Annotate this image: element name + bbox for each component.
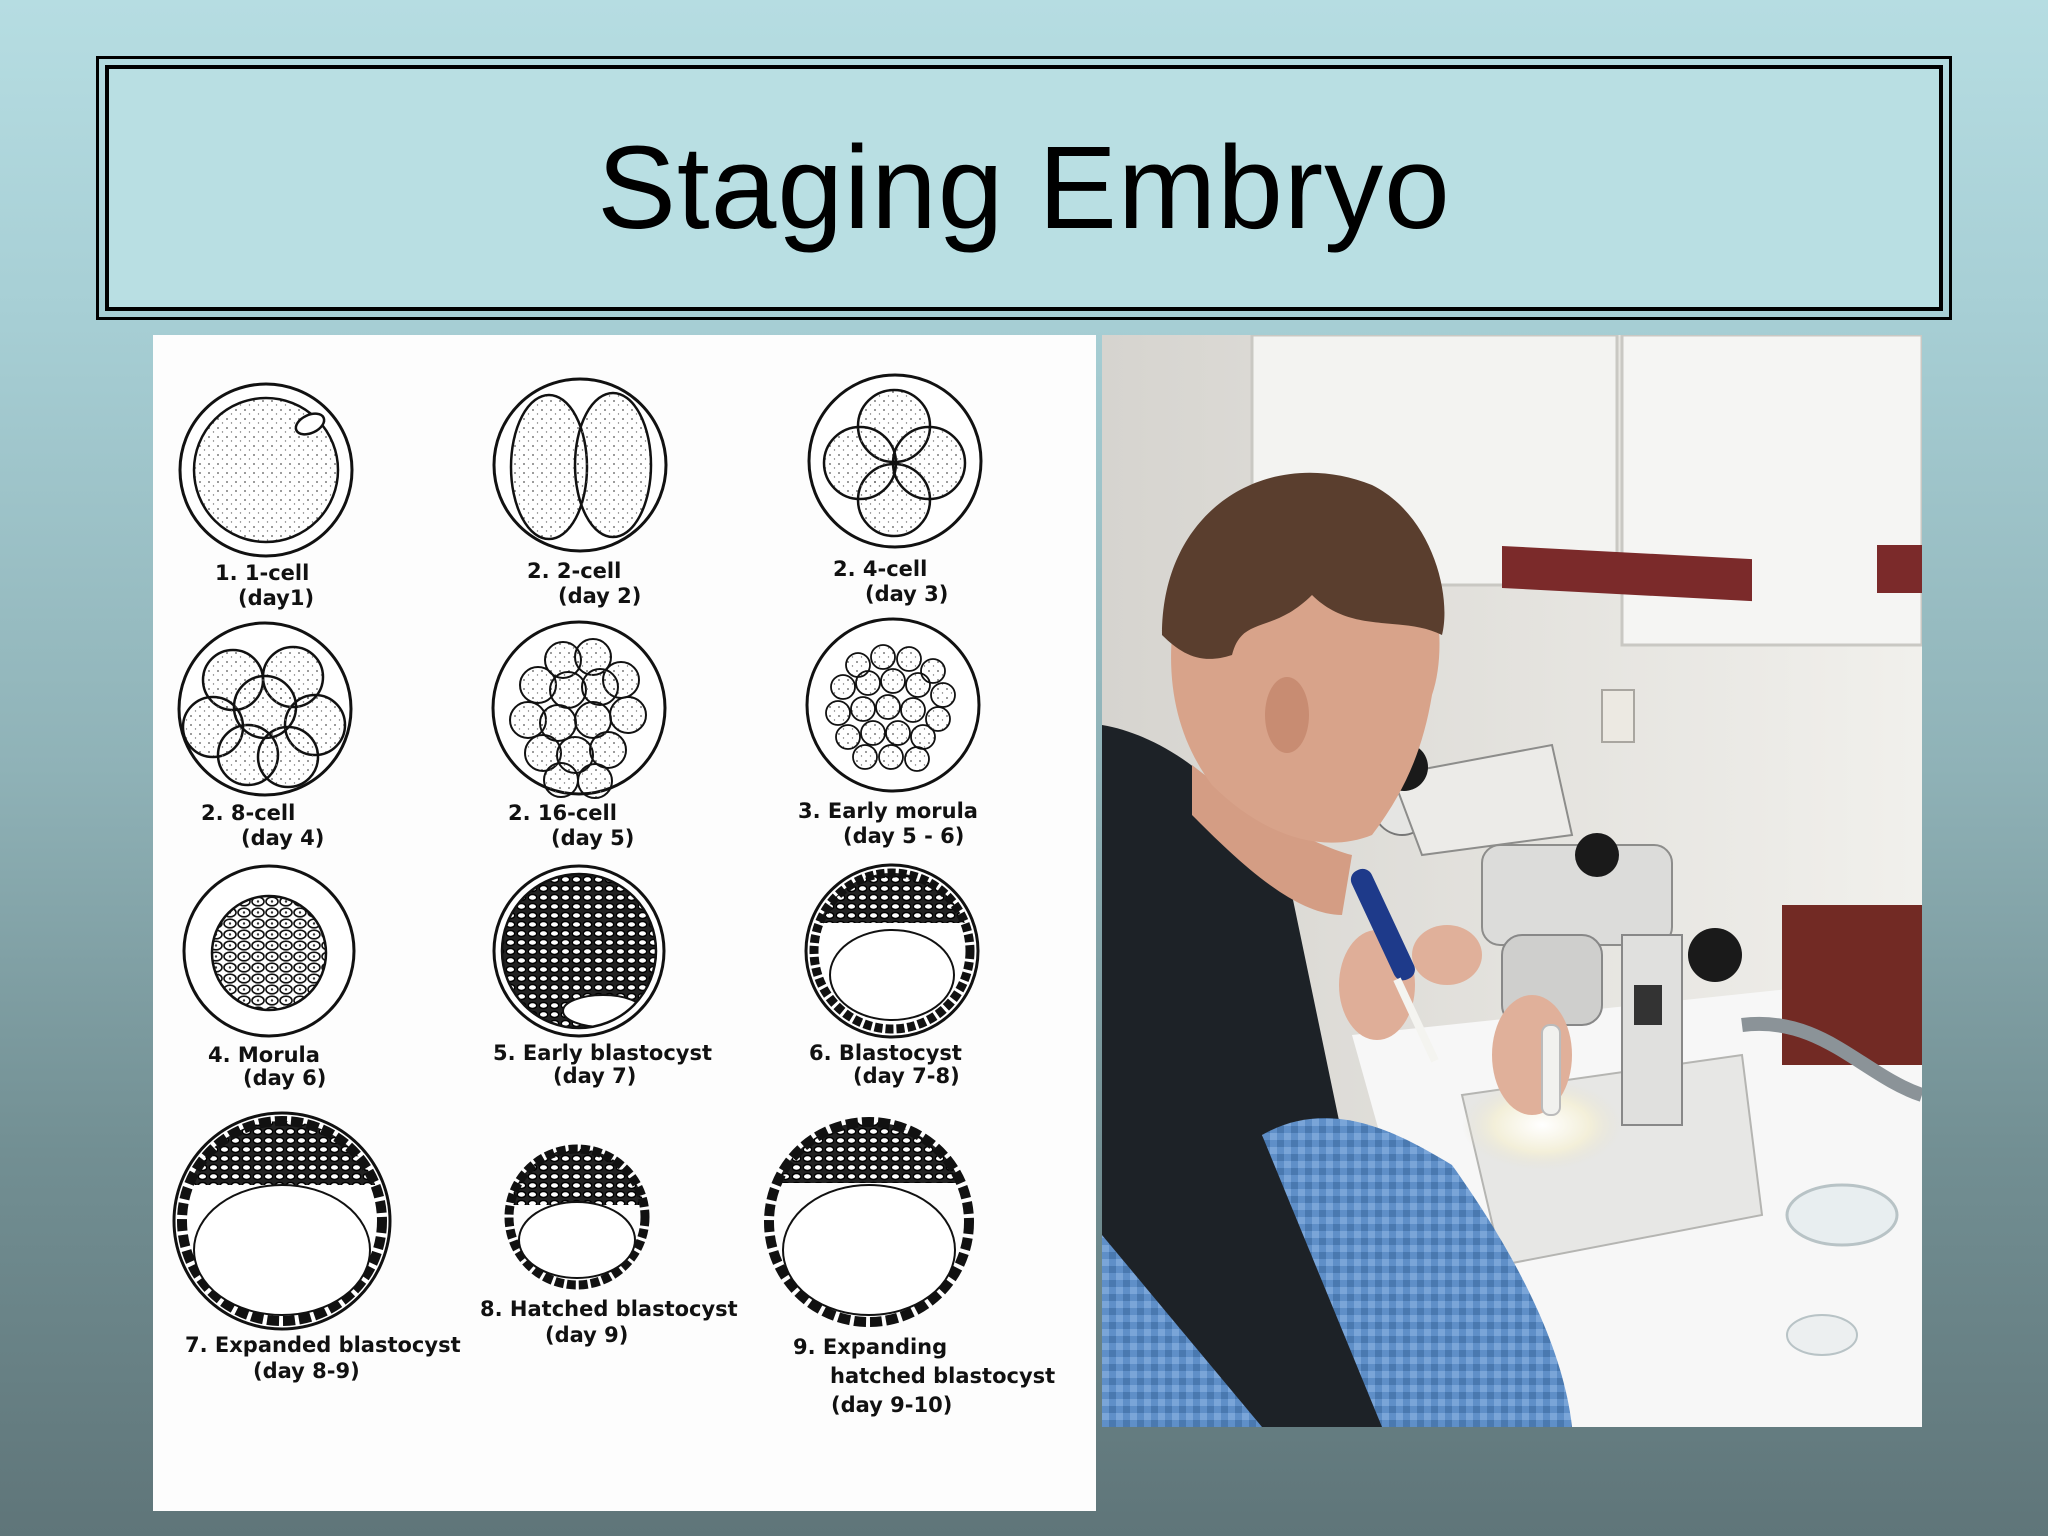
svg-text:1. 1-cell: 1. 1-cell xyxy=(215,561,309,585)
stage-label-9: 6. Blastocyst (day 7-8) xyxy=(809,1041,962,1088)
title-panel: Staging Embryo xyxy=(105,65,1943,311)
lab-photo xyxy=(1102,335,1922,1427)
stage-1-cell-drawing xyxy=(178,382,354,558)
stage-early-blastocyst-drawing xyxy=(492,864,666,1038)
stage-expanded-blastocyst-drawing xyxy=(172,1111,392,1331)
svg-text:(day 5): (day 5) xyxy=(551,826,634,850)
stage-label-6: 3. Early morula (day 5 - 6) xyxy=(798,799,978,848)
stage-label-2: 2. 2-cell (day 2) xyxy=(527,559,641,608)
svg-text:7. Expanded blastocyst: 7. Expanded blastocyst xyxy=(185,1333,461,1357)
svg-text:(day 5 - 6): (day 5 - 6) xyxy=(843,824,964,848)
stage-4-cell-drawing xyxy=(807,373,983,549)
stage-2-cell-drawing xyxy=(492,377,668,553)
stage-8-cell-drawing xyxy=(177,621,353,797)
svg-text:(day 9): (day 9) xyxy=(545,1323,628,1347)
svg-text:(day1): (day1) xyxy=(238,586,314,610)
svg-text:(day 3): (day 3) xyxy=(865,582,948,606)
svg-text:8. Hatched blastocyst: 8. Hatched blastocyst xyxy=(480,1297,738,1321)
stage-label-5: 2. 16-cell (day 5) xyxy=(508,801,634,850)
slide-title: Staging Embryo xyxy=(597,122,1451,254)
stage-label-1: 1. 1-cell (day1) xyxy=(215,561,314,610)
stage-label-7: 4. Morula (day 6) xyxy=(208,1043,326,1090)
stage-blastocyst-drawing xyxy=(804,863,980,1039)
svg-text:(day 9-10): (day 9-10) xyxy=(831,1393,952,1417)
stage-label-3: 2. 4-cell (day 3) xyxy=(833,557,948,606)
stage-early-morula-drawing xyxy=(805,617,981,793)
stage-morula-drawing xyxy=(182,864,356,1038)
svg-text:5. Early blastocyst: 5. Early blastocyst xyxy=(493,1041,712,1065)
stage-label-11: 8. Hatched blastocyst (day 9) xyxy=(480,1297,738,1347)
svg-text:(day 7): (day 7) xyxy=(553,1064,636,1088)
stage-hatched-blastocyst-drawing xyxy=(504,1144,650,1290)
svg-text:2. 2-cell: 2. 2-cell xyxy=(527,559,621,583)
svg-text:4. Morula: 4. Morula xyxy=(208,1043,320,1067)
stage-expanding-hatched-blastocyst-drawing xyxy=(764,1117,974,1327)
stage-label-12: 9. Expanding hatched blastocyst (day 9-1… xyxy=(793,1335,1055,1417)
svg-text:2. 8-cell: 2. 8-cell xyxy=(201,801,295,825)
svg-text:(day 6): (day 6) xyxy=(243,1066,326,1090)
embryo-stages-diagram: 1. 1-cell (day1) 2. 2-cell (day 2) 2. 4-… xyxy=(153,335,1096,1511)
stage-label-10: 7. Expanded blastocyst (day 8-9) xyxy=(185,1333,461,1383)
svg-text:(day 7-8): (day 7-8) xyxy=(853,1064,960,1088)
svg-text:6. Blastocyst: 6. Blastocyst xyxy=(809,1041,962,1065)
svg-text:(day 2): (day 2) xyxy=(558,584,641,608)
svg-text:2. 4-cell: 2. 4-cell xyxy=(833,557,927,581)
svg-text:3. Early morula: 3. Early morula xyxy=(798,799,978,823)
stage-label-8: 5. Early blastocyst (day 7) xyxy=(493,1041,712,1088)
stage-16-cell-drawing xyxy=(491,620,667,799)
stage-label-4: 2. 8-cell (day 4) xyxy=(201,801,324,850)
svg-text:hatched blastocyst: hatched blastocyst xyxy=(830,1364,1055,1388)
svg-text:2. 16-cell: 2. 16-cell xyxy=(508,801,617,825)
svg-text:(day 8-9): (day 8-9) xyxy=(253,1359,360,1383)
svg-text:(day 4): (day 4) xyxy=(241,826,324,850)
svg-text:9. Expanding: 9. Expanding xyxy=(793,1335,947,1359)
title-frame: Staging Embryo xyxy=(96,56,1952,320)
